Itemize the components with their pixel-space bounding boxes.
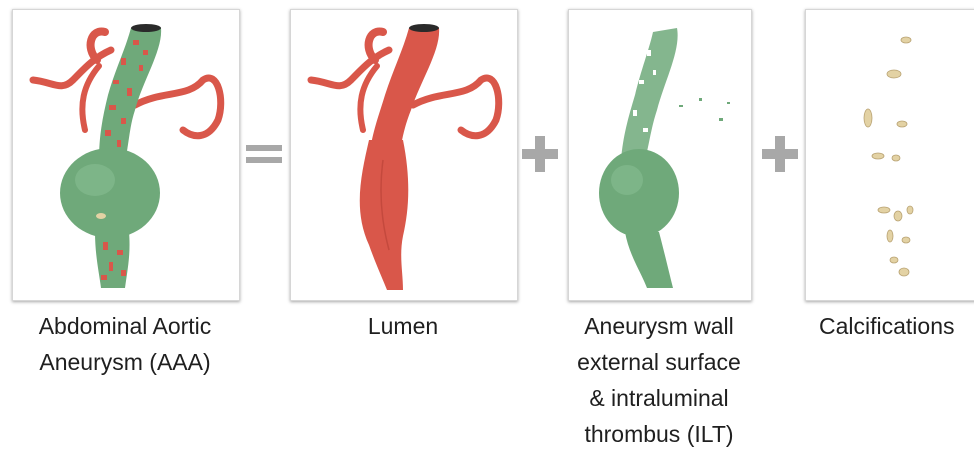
wall-illustration (569, 10, 751, 300)
wall-caption: Aneurysm wall external surface & intralu… (560, 308, 758, 452)
calcifications-panel (805, 9, 974, 301)
lumen-panel (290, 9, 518, 301)
caption-line: Calcifications (819, 308, 974, 344)
equals-operator (246, 143, 282, 165)
plus-operator (762, 136, 798, 172)
aaa-panel (12, 9, 240, 301)
caption-line: external surface (560, 344, 758, 380)
caption-line: thrombus (ILT) (560, 416, 758, 452)
lumen-illustration (291, 10, 517, 300)
caption-line: Lumen (290, 308, 516, 344)
caption-line: Abdominal Aortic (12, 308, 238, 344)
caption-line: Aneurysm (AAA) (12, 344, 238, 380)
wall-panel (568, 9, 752, 301)
plus-operator (522, 136, 558, 172)
aaa-caption: Abdominal Aortic Aneurysm (AAA) (12, 308, 238, 380)
caption-line: & intraluminal (560, 380, 758, 416)
caption-line: Aneurysm wall (560, 308, 758, 344)
calcifications-caption: Calcifications (805, 308, 974, 344)
lumen-caption: Lumen (290, 308, 516, 344)
aaa-illustration (13, 10, 239, 300)
calcifications-illustration (806, 10, 974, 300)
